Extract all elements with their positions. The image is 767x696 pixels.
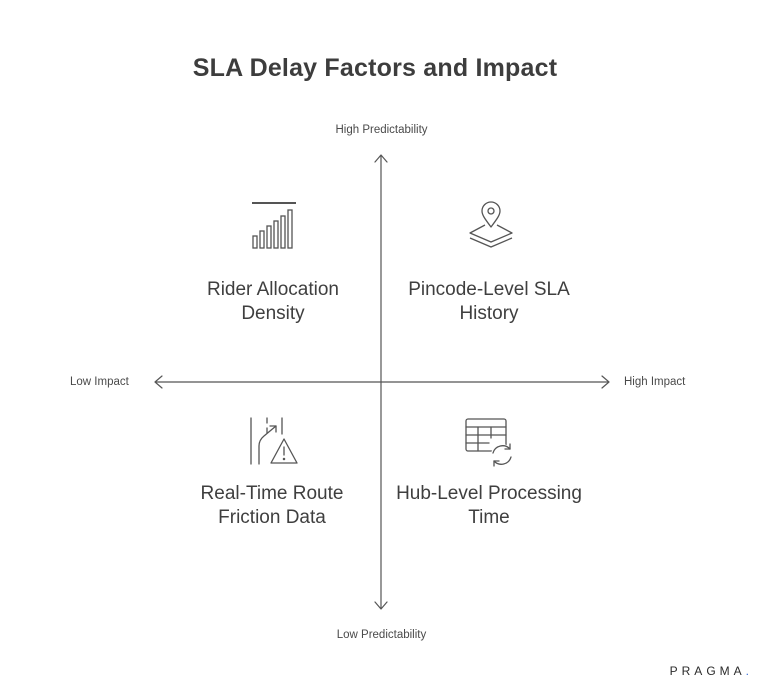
arrow-up: [374, 154, 388, 163]
axis-label-low-impact: Low Impact: [70, 376, 129, 388]
quadrant-label-real-time-route-friction-data: Real-Time Route Friction Data: [200, 483, 344, 528]
axis-label-high-predictability: High Predictability: [335, 124, 428, 136]
axis-label-high-impact: High Impact: [624, 376, 686, 388]
axis-label-low-predictability: Low Predictability: [336, 629, 427, 641]
brand-logo: PRAGMA.: [670, 664, 749, 678]
arrow-down: [374, 601, 388, 610]
diagram-title: SLA Delay Factors and Impact: [192, 54, 558, 82]
road-warning-icon: [250, 417, 298, 465]
quadrant-label-pincode-level-sla-history: Pincode-Level SLA History: [408, 279, 570, 324]
map-pin-layers-icon: [469, 201, 513, 248]
table-sync-icon: [465, 418, 513, 467]
brand-dot: .: [745, 664, 749, 678]
quadrant-label-hub-level-processing-time: Hub-Level Processing Time: [396, 483, 582, 528]
arrow-right: [601, 375, 610, 389]
arrow-left: [154, 375, 163, 389]
bar-chart-icon: [252, 202, 296, 249]
quadrant-label-rider-allocation-density: Rider Allocation Density: [206, 279, 340, 324]
brand-name: PRAGMA: [669, 664, 746, 678]
